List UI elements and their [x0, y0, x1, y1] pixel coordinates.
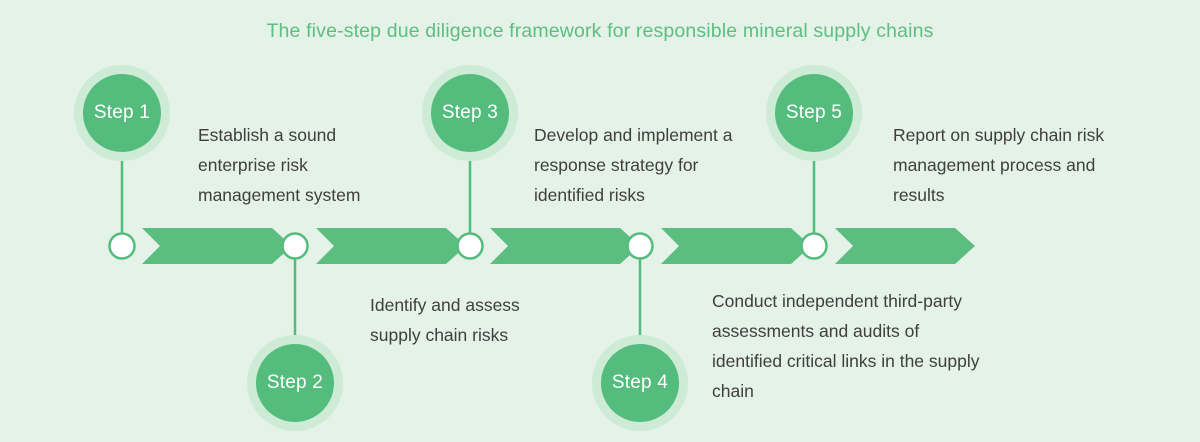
step-description-2: Identify and assess supply chain risks: [370, 295, 520, 345]
step-bubble-4[interactable]: Step 4: [592, 335, 688, 431]
timeline-node-4: [626, 232, 654, 260]
step-description-1: Establish a sound enterprise risk manage…: [198, 125, 361, 205]
step-description-4: Conduct independent third-party assessme…: [712, 291, 980, 401]
step-label-3: Step 3: [441, 102, 499, 123]
step-description-3: Develop and implement a response strateg…: [534, 125, 733, 205]
timeline-node-2: [281, 232, 309, 260]
page-title: The five-step due diligence framework fo…: [266, 20, 934, 42]
step-bubble-3[interactable]: Step 3: [422, 65, 518, 161]
step-bubble-1[interactable]: Step 1: [74, 65, 170, 161]
chevron-arrow-4: [661, 228, 811, 264]
step-bubble-core-3: Step 3: [431, 74, 509, 152]
step-label-1: Step 1: [93, 102, 151, 123]
chevron-arrow-3: [490, 228, 640, 264]
timeline-node-3: [456, 232, 484, 260]
step-bubble-core-2: Step 2: [256, 344, 334, 422]
chevron-arrow-2: [316, 228, 466, 264]
step-description-5: Report on supply chain risk management p…: [893, 125, 1105, 205]
chevron-arrow-5: [835, 228, 975, 264]
chevron-arrow-1: [142, 228, 292, 264]
step-label-2: Step 2: [266, 372, 324, 393]
step-bubble-5[interactable]: Step 5: [766, 65, 862, 161]
timeline-node-5: [800, 232, 828, 260]
step-label-5: Step 5: [785, 102, 843, 123]
step-bubble-2[interactable]: Step 2: [247, 335, 343, 431]
step-label-4: Step 4: [611, 372, 669, 393]
step-bubble-core-4: Step 4: [601, 344, 679, 422]
step-bubble-core-1: Step 1: [83, 74, 161, 152]
step-bubble-core-5: Step 5: [775, 74, 853, 152]
timeline-node-1: [108, 232, 136, 260]
